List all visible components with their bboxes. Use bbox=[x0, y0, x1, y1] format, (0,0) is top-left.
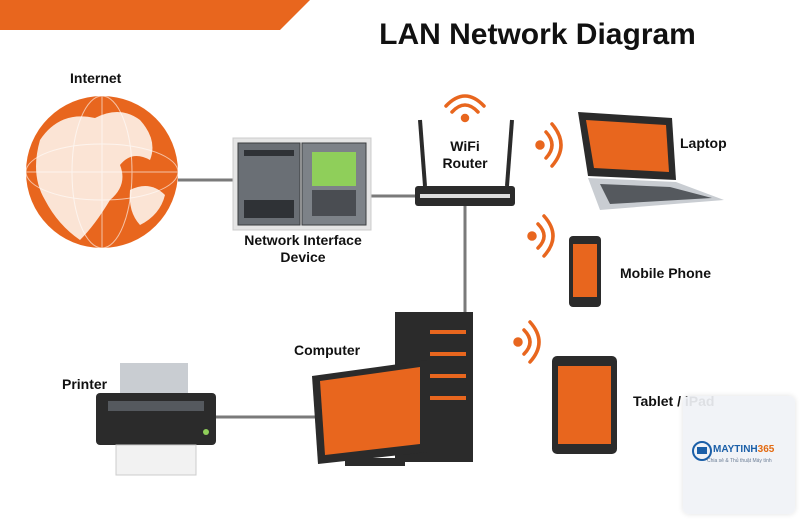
watermark-brand: MAYTINH365 bbox=[713, 444, 774, 455]
tablet-icon bbox=[552, 356, 617, 454]
label-printer: Printer bbox=[62, 376, 108, 392]
label-router-line1: WiFi bbox=[450, 138, 480, 154]
wifi-signal-mobile-icon bbox=[527, 214, 555, 258]
laptop-icon bbox=[578, 112, 724, 210]
wifi-signal-tablet-icon bbox=[513, 320, 541, 364]
network-interface-device-icon bbox=[232, 137, 372, 231]
label-nid-line2: Device bbox=[280, 249, 326, 265]
page-title: LAN Network Diagram bbox=[379, 18, 696, 51]
label-laptop: Laptop bbox=[680, 135, 727, 151]
watermark-logo-icon bbox=[692, 441, 712, 461]
label-mobile-phone: Mobile Phone bbox=[620, 265, 711, 281]
label-computer: Computer bbox=[294, 342, 361, 358]
label-internet: Internet bbox=[70, 70, 122, 86]
watermark-brand-a: MAYTINH bbox=[713, 444, 758, 455]
watermark-brand-b: 365 bbox=[757, 444, 775, 455]
watermark-tagline: Chia sẻ & Thủ thuật Máy tính bbox=[707, 458, 772, 464]
monitor-icon bbox=[312, 360, 428, 466]
globe-icon bbox=[25, 95, 179, 249]
cable-lines bbox=[178, 178, 467, 419]
label-wifi-router: WiFi Router bbox=[435, 138, 495, 172]
corner-banner bbox=[0, 0, 310, 30]
printer-icon bbox=[96, 363, 216, 476]
wifi-signal-icon bbox=[444, 94, 486, 123]
wifi-signal-laptop-icon bbox=[535, 122, 563, 168]
watermark-badge: MAYTINH365 Chia sẻ & Thủ thuật Máy tính bbox=[683, 396, 795, 514]
wifi-router-icon bbox=[415, 119, 515, 206]
label-router-line2: Router bbox=[442, 155, 488, 171]
mobile-phone-icon bbox=[569, 236, 601, 307]
label-network-interface-device: Network Interface Device bbox=[240, 232, 366, 266]
label-nid-line1: Network Interface bbox=[244, 232, 362, 248]
